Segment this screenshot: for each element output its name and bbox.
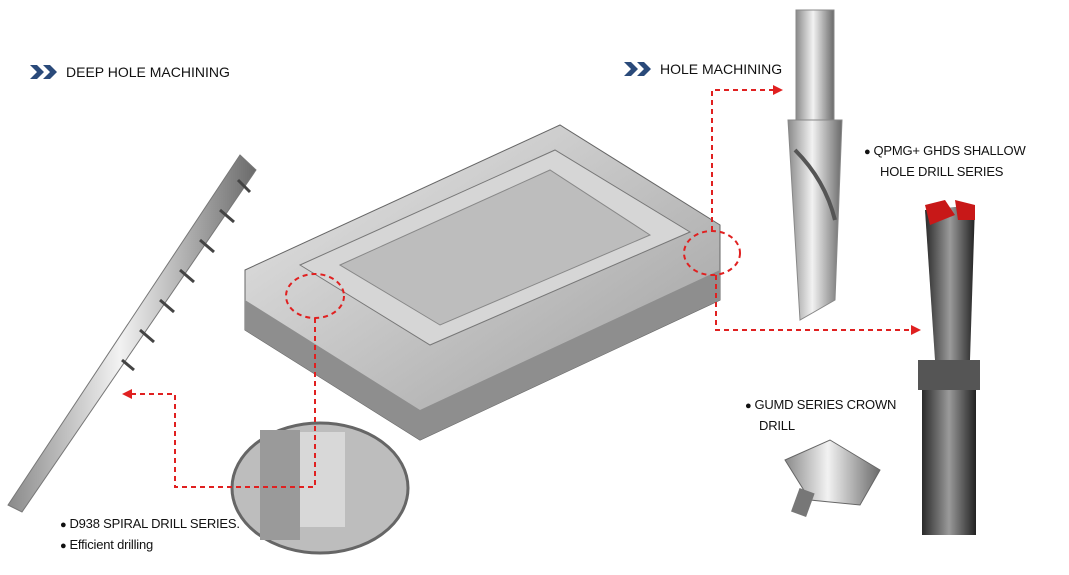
mold-base-image	[244, 124, 721, 441]
qpmg-title-2: HOLE DRILL SERIES	[880, 164, 1004, 179]
deep-hole-machining-heading: DEEP HOLE MACHINING	[30, 64, 230, 80]
callout-arrows	[128, 89, 914, 488]
deep-hole-machining-title: DEEP HOLE MACHINING	[66, 64, 230, 80]
gumd-label: GUMD SERIES CROWN DRILL	[745, 395, 896, 435]
hole-machining-title: HOLE MACHINING	[660, 61, 783, 77]
qpmg-drill-image	[787, 9, 843, 321]
gumd-crown-drill-image	[784, 439, 881, 517]
double-chevron-icon	[624, 62, 654, 76]
d938-title: D938 SPIRAL DRILL SERIES.	[60, 514, 240, 535]
d938-desc: Efficient drilling	[60, 535, 240, 556]
qpmg-label: QPMG+ GHDS SHALLOW HOLE DRILL SERIES	[864, 141, 1025, 181]
gumd-title-2: DRILL	[759, 418, 795, 433]
double-chevron-icon	[30, 65, 60, 79]
d938-label: D938 SPIRAL DRILL SERIES. Efficient dril…	[60, 514, 240, 556]
hole-machining-heading: HOLE MACHINING	[624, 61, 782, 77]
ghds-drill-image	[918, 200, 980, 535]
arrowheads	[122, 85, 921, 399]
gumd-title-1: GUMD SERIES CROWN	[745, 395, 896, 416]
d938-spiral-drill-image	[7, 154, 257, 513]
qpmg-title-1: QPMG+ GHDS SHALLOW	[864, 141, 1025, 162]
detail-zoom-circle	[230, 421, 410, 555]
